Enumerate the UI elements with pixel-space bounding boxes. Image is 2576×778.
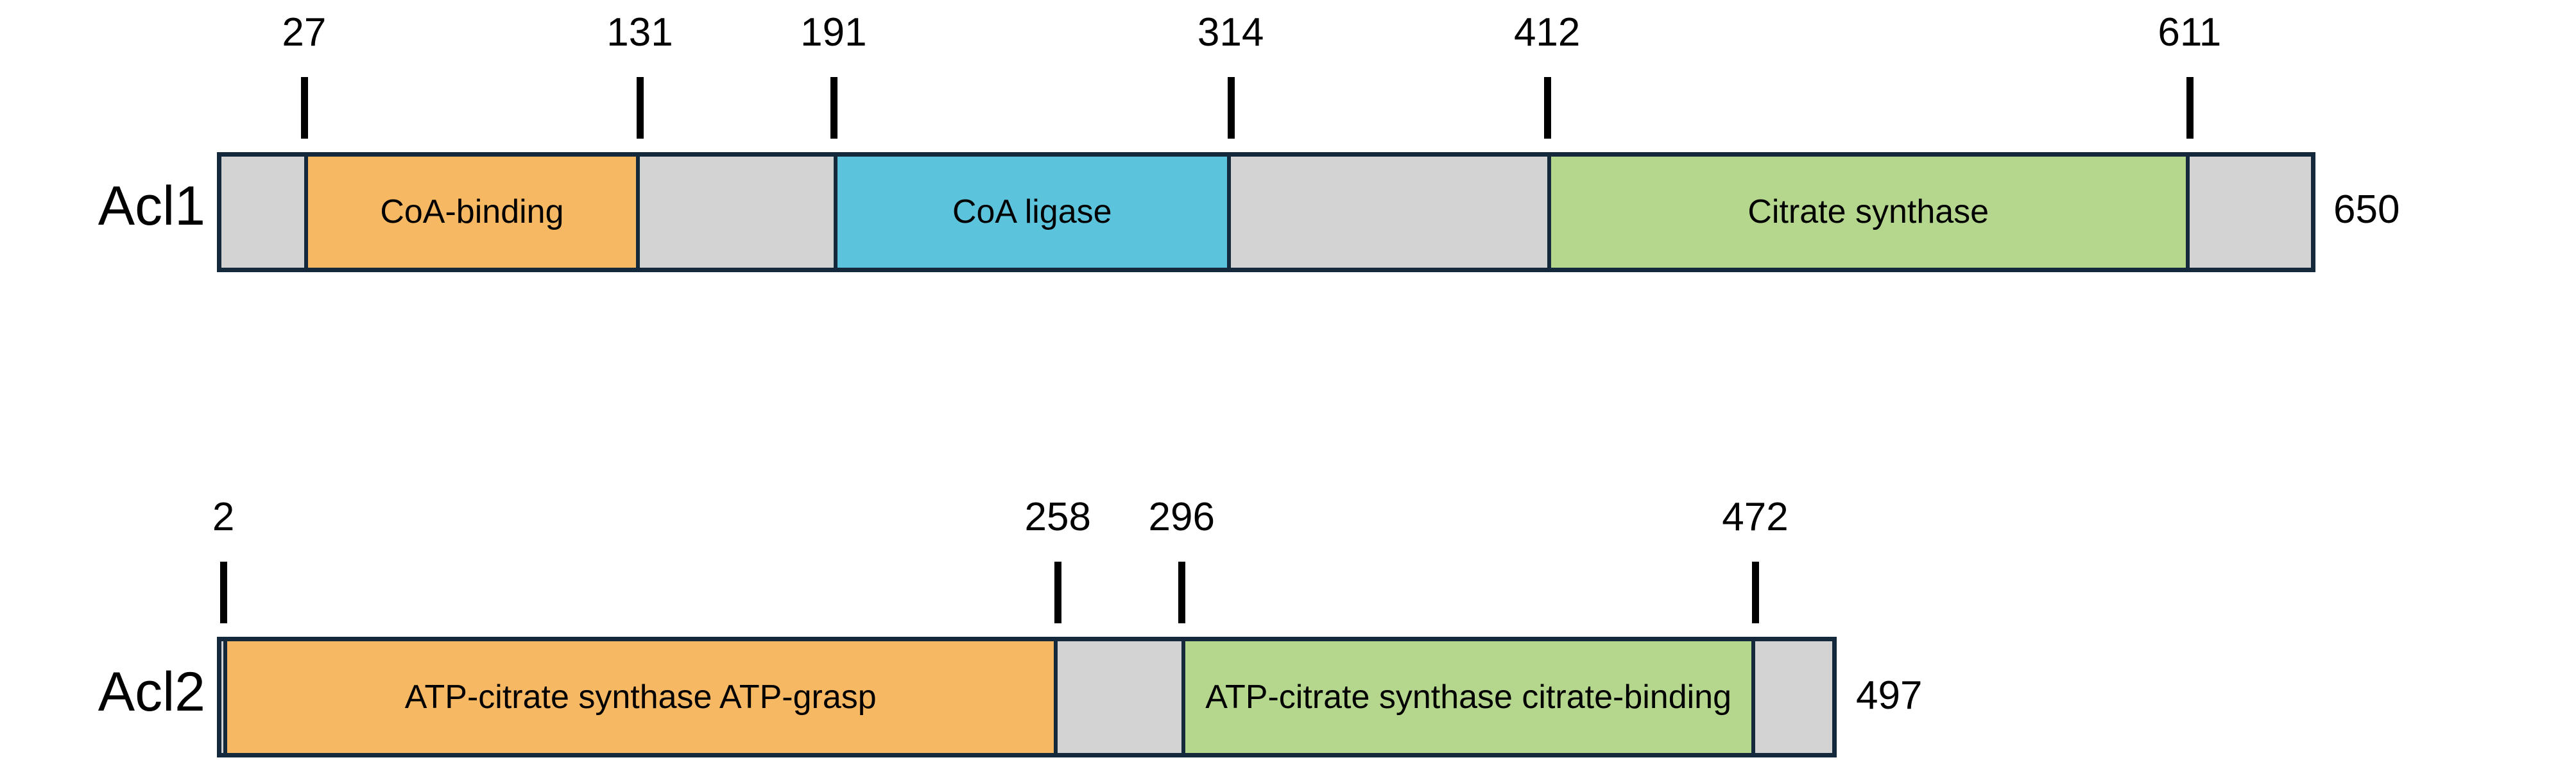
position-tick-mark <box>220 562 228 623</box>
position-tick-label: 296 <box>1148 495 1215 539</box>
position-tick-label: 314 <box>1197 10 1264 55</box>
position-tick-mark <box>2186 77 2194 139</box>
protein-name-label: Acl1 <box>98 175 205 237</box>
position-tick-mark <box>1543 77 1551 139</box>
protein-name-label: Acl2 <box>98 661 205 723</box>
position-tick-mark <box>1178 562 1186 623</box>
position-tick-label: 258 <box>1024 495 1091 539</box>
position-tick-mark <box>300 77 308 139</box>
domain-segment[interactable]: ATP-citrate synthase ATP-grasp <box>223 641 1058 753</box>
protein-length-label: 497 <box>1856 673 1923 718</box>
position-tick-label: 27 <box>282 10 327 55</box>
domain-segment[interactable]: ATP-citrate synthase citrate-binding <box>1181 641 1756 753</box>
position-tick-mark <box>637 77 644 139</box>
domain-segment[interactable]: Citrate synthase <box>1547 157 2190 268</box>
position-tick-label: 131 <box>606 10 673 55</box>
position-tick-mark <box>830 77 837 139</box>
position-tick-label: 191 <box>800 10 867 55</box>
position-tick-mark <box>1752 562 1760 623</box>
protein-backbone-bar: CoA-binding CoA ligase Citrate synthase <box>217 152 2315 272</box>
position-tick-label: 2 <box>212 495 235 539</box>
protein-backbone-bar: ATP-citrate synthase ATP-grasp ATP-citrat… <box>217 637 1837 757</box>
position-tick-label: 611 <box>2158 10 2222 55</box>
domain-segment[interactable]: CoA ligase <box>833 157 1231 268</box>
position-tick-mark <box>1227 77 1235 139</box>
domain-segment[interactable]: CoA-binding <box>304 157 640 268</box>
position-tick-label: 412 <box>1513 10 1581 55</box>
position-tick-label: 472 <box>1722 495 1789 539</box>
position-tick-mark <box>1054 562 1062 623</box>
protein-length-label: 650 <box>2333 187 2400 232</box>
